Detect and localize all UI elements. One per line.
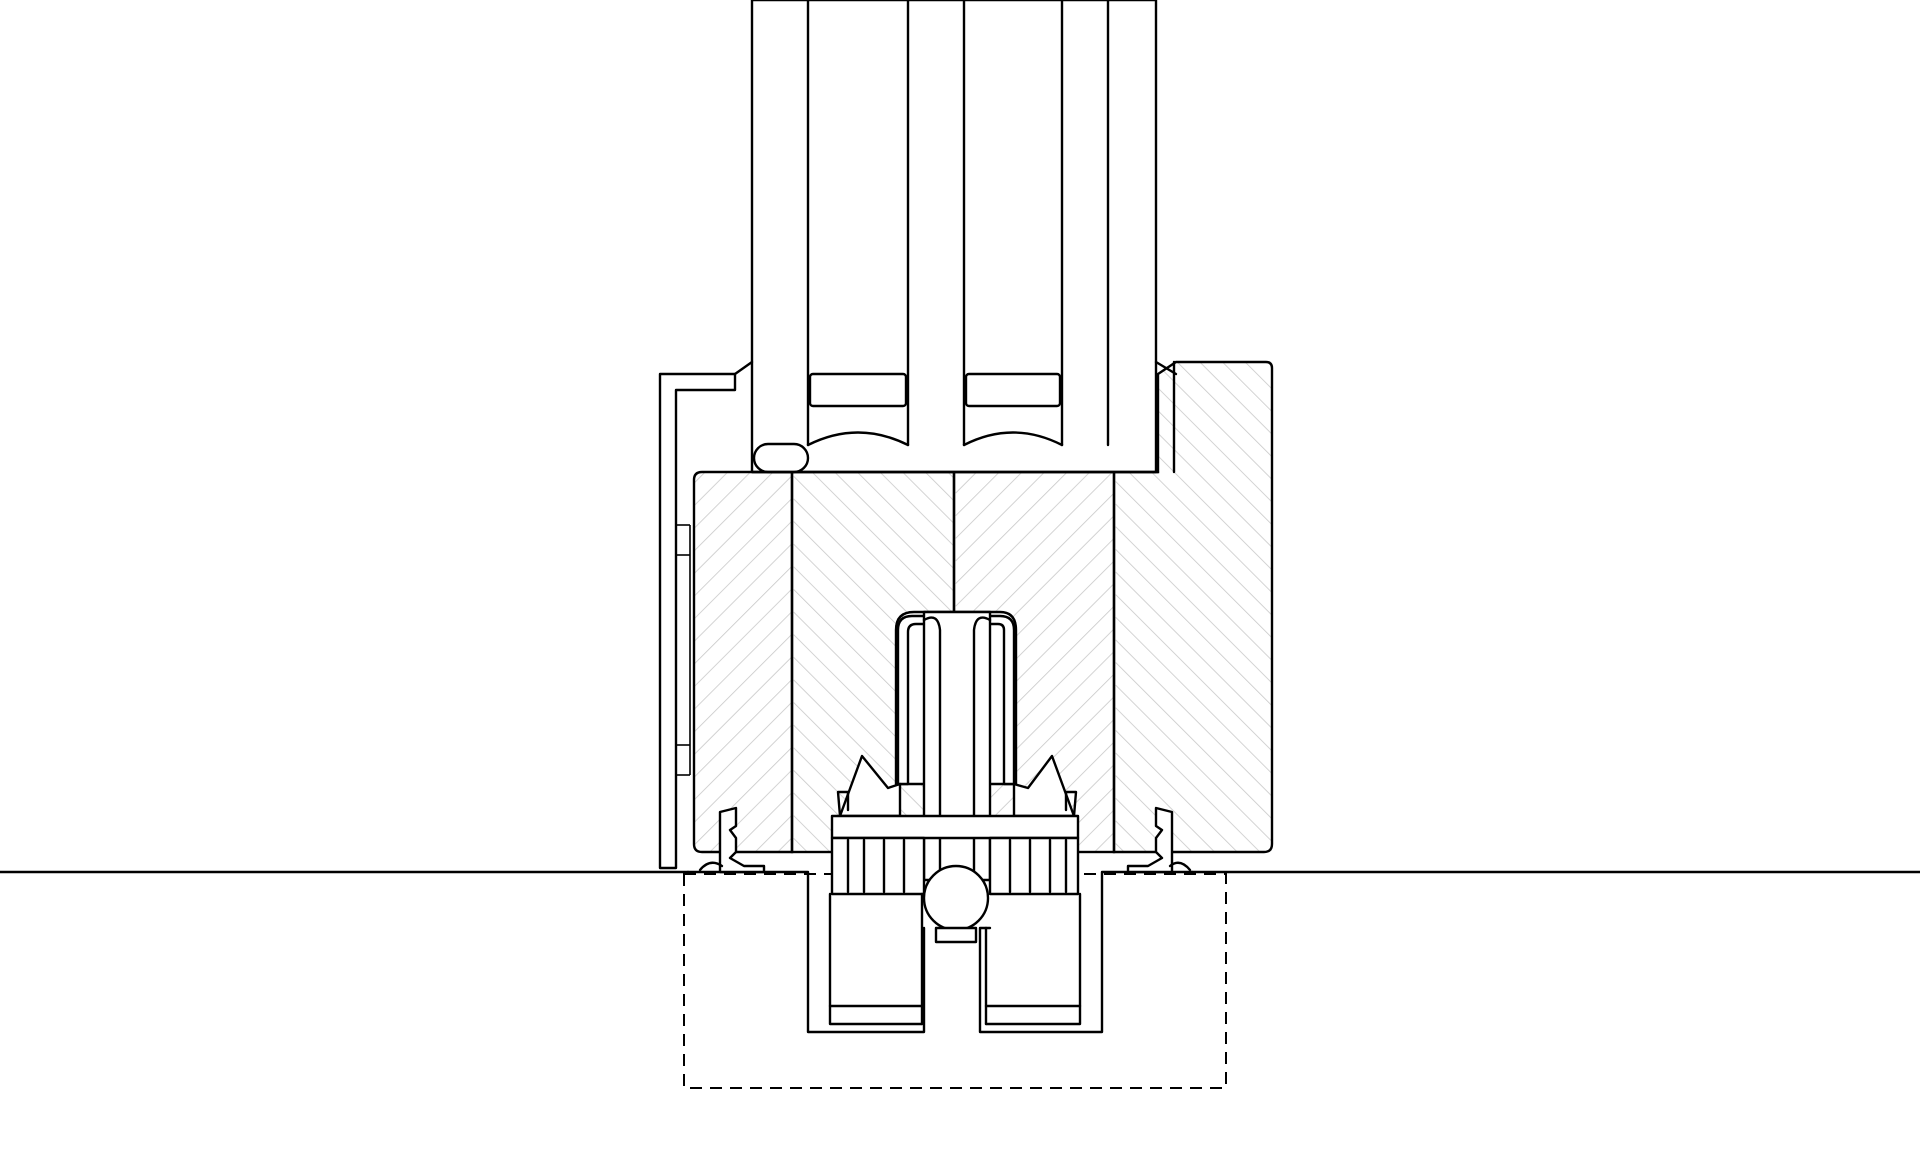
guide-wheel — [830, 610, 1080, 944]
floor-seals — [698, 806, 1192, 874]
glazing-panel — [733, 0, 1178, 474]
floor-channel — [686, 870, 1194, 1034]
